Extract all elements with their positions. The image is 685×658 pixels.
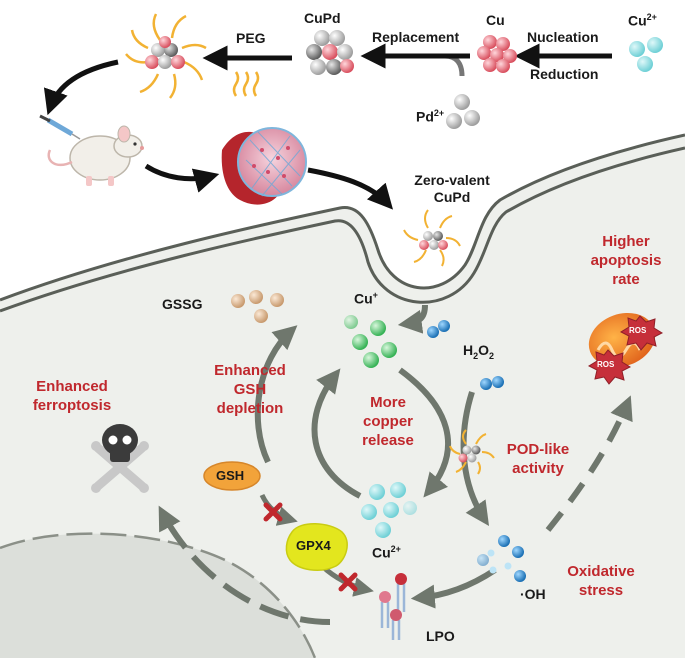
label-gssg: GSSG [162, 296, 203, 312]
to-tumor-arrow [144, 163, 220, 193]
pd2-ions [446, 94, 480, 129]
label-more-copper-release: More copper release [362, 394, 414, 449]
label-cu-top: Cu [486, 12, 505, 28]
label-pod-like-activity: POD-like activity [506, 441, 570, 477]
ros-star-upper [619, 315, 664, 351]
pegylated-cupd-top [125, 13, 207, 99]
label-lpo: LPO [426, 628, 455, 644]
label-replacement: Replacement [372, 29, 460, 45]
peg-strands [232, 71, 260, 97]
pd-feed-curve [444, 53, 465, 77]
to-zero-valent-arrow [307, 167, 394, 210]
label-cupd: CuPd [304, 10, 341, 26]
label-cu2-top: Cu2+ [628, 12, 657, 29]
nucleus [0, 532, 317, 658]
label-higher-apoptosis-rate: Higher apoptosis rate [590, 233, 662, 288]
tumor-illustration [221, 127, 307, 205]
cu-cluster [477, 35, 517, 73]
cuplus-to-cu2-arrow [398, 367, 452, 498]
cupd-cluster [306, 30, 354, 75]
inhibit-cross-gsh-gpx4 [263, 502, 283, 522]
label-ros-upper: ROS [629, 326, 647, 335]
label-peg: PEG [236, 30, 266, 46]
label-reduction: Reduction [530, 66, 599, 82]
cu-plus-ions [344, 315, 397, 368]
label-enhanced-ferroptosis: Enhanced ferroptosis [32, 378, 112, 414]
label-gsh: GSH [216, 468, 245, 483]
label-pd2: Pd2+ [416, 108, 445, 125]
inhibit-cross-gpx4-lpo [338, 572, 358, 592]
label-oxidative-stress: Oxidative stress [567, 563, 635, 599]
label-h2o2: H2O2 [463, 342, 495, 361]
gpx4-blob [285, 523, 348, 572]
gsh-to-gssg-arrow [254, 325, 298, 464]
mouse-illustration [39, 114, 144, 186]
lpo-lipids [379, 573, 407, 640]
zero-valent-cupd-particle [403, 209, 461, 267]
cu2-cell-ions [361, 482, 417, 538]
label-gpx4: GPX4 [296, 538, 331, 553]
hydroxyl-radicals [477, 535, 526, 582]
cu2-to-cuplus-arrow [311, 368, 362, 499]
label-cu2-cell: Cu2+ [372, 544, 401, 561]
label-enhanced-gsh-depletion: Enhanced GSH depletion [214, 362, 286, 417]
cu2-ions [629, 37, 663, 72]
membrane-to-cuplus-arrow [397, 304, 428, 334]
label-oh-radical: ·OH [520, 586, 546, 602]
label-ros-lower: ROS [597, 360, 615, 369]
gssg-particles [231, 290, 284, 323]
lpo-to-ferroptosis-arrow [158, 505, 331, 625]
label-zero-valent-cupd: Zero-valent CuPd [414, 172, 490, 205]
stress-to-apoptosis-arrow [545, 395, 633, 532]
pod-nanoparticle [449, 429, 495, 475]
h2o2-molecule-2 [480, 376, 504, 390]
skull-crossbones-icon [91, 424, 149, 493]
ros-star-lower [587, 349, 632, 385]
h2o2-molecule-1 [427, 320, 450, 338]
cell-membrane-inner [0, 146, 685, 313]
oh-to-lpo-arrow [410, 567, 497, 609]
mitochondria-with-ros [587, 312, 664, 385]
gsh-capsule [203, 461, 261, 491]
label-nucleation: Nucleation [527, 29, 599, 45]
to-mouse-arrow [43, 59, 119, 116]
label-cu-plus: Cu+ [354, 290, 378, 307]
cell-membrane-outer [0, 133, 685, 302]
